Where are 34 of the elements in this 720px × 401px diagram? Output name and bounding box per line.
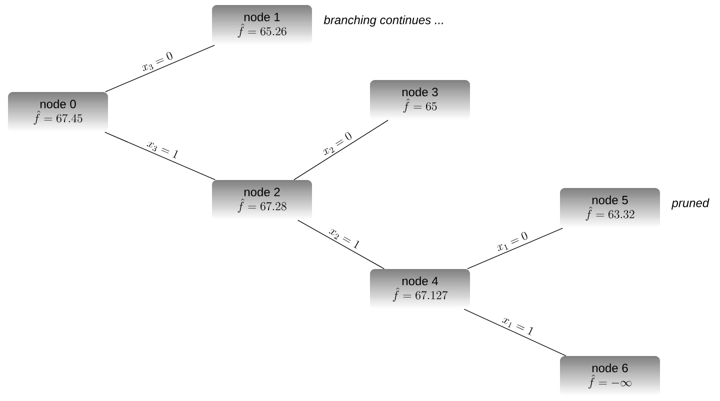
node-box: node 4 $\hat{f} = 67.127$ bbox=[370, 269, 470, 309]
branch-line bbox=[104, 132, 216, 180]
node-label: node 3 bbox=[402, 87, 438, 96]
node-label: $\hat{f} = 67.45$ bbox=[34, 110, 82, 125]
branch-line bbox=[467, 228, 563, 270]
node-label: node 0 bbox=[40, 99, 76, 108]
branch-line bbox=[105, 44, 215, 92]
edge-label: $x_3 = 1$ bbox=[146, 142, 178, 158]
node-box: node 5 $\hat{f} = 63.32$ bbox=[560, 188, 660, 228]
branch-line bbox=[298, 220, 385, 270]
node-label: $\hat{f} = 65$ bbox=[403, 98, 437, 113]
node-box: node 6 $\hat{f} = -\infty$ bbox=[560, 356, 660, 396]
edge-label: $x_3 = 0$ bbox=[142, 52, 172, 71]
edge-label: $x_2 = 0$ bbox=[324, 132, 352, 156]
node-label: node 4 bbox=[402, 276, 438, 286]
node-label: $\hat{f} = -\infty$ bbox=[588, 374, 632, 389]
branch-line bbox=[464, 308, 566, 356]
node-label: node 2 bbox=[244, 187, 280, 196]
node-label: $\hat{f} = 63.32$ bbox=[586, 206, 634, 221]
edge-label: $x_1 = 1$ bbox=[502, 318, 533, 336]
node-label: $\hat{f} = 67.127$ bbox=[392, 288, 448, 302]
node-label: $\hat{f} = 67.28$ bbox=[238, 198, 286, 213]
node-box: node 0 $\hat{f} = 67.45$ bbox=[8, 92, 108, 132]
node-label: $\hat{f} = 65.26$ bbox=[238, 24, 286, 38]
node-box: node 3 $\hat{f} = 65$ bbox=[370, 80, 470, 120]
edge-label: $x_2 = 1$ bbox=[329, 229, 360, 249]
node-label: node 5 bbox=[592, 195, 628, 204]
node-note: branching continues ... bbox=[324, 15, 443, 27]
node-box: node 2 $\hat{f} = 67.28$ bbox=[212, 180, 312, 220]
edge-label: $x_1 = 0$ bbox=[497, 232, 528, 251]
node-note: pruned bbox=[671, 198, 710, 210]
branch-line bbox=[294, 120, 388, 180]
node-label: node 6 bbox=[592, 363, 628, 372]
node-box: node 1 $\hat{f} = 65.26$ bbox=[212, 5, 312, 45]
